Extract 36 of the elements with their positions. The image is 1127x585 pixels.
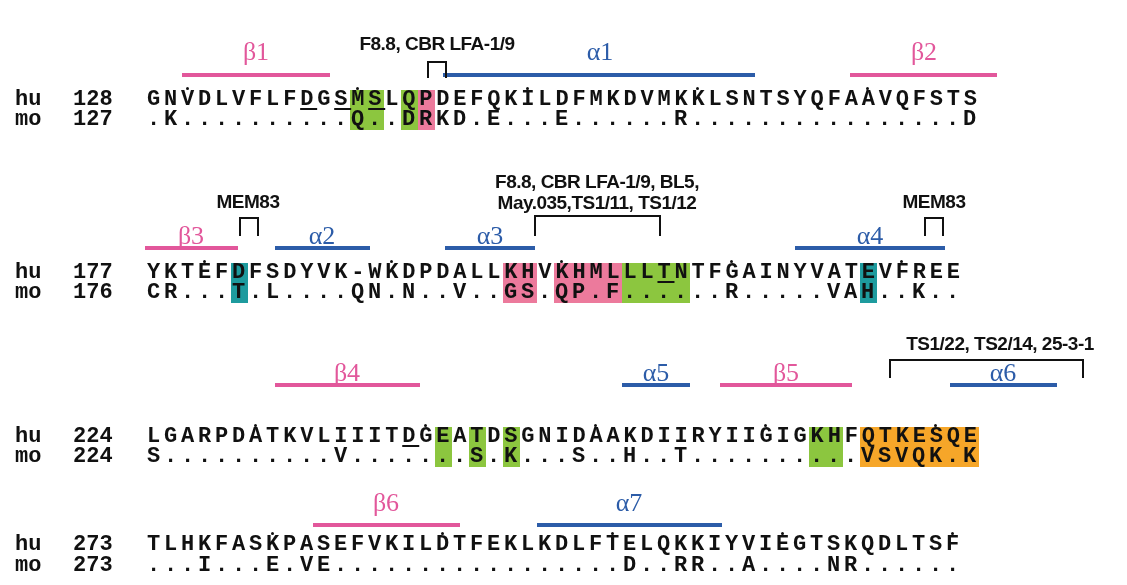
residue-number: 224 bbox=[73, 447, 113, 467]
structure-label: β1 bbox=[242, 39, 270, 65]
structure-label: α1 bbox=[586, 39, 614, 65]
structure-label: α6 bbox=[989, 360, 1017, 386]
structure-label: α5 bbox=[642, 360, 670, 386]
structure-label: α4 bbox=[856, 223, 884, 249]
sequence-line: TLHKFASKPASEFVKILDTFEKLKDLFTELQKKIYVIEGTSKQDLTSF bbox=[147, 535, 964, 555]
antibody-label: F8.8, CBR LFA-1/9 bbox=[359, 34, 515, 54]
structure-label: α3 bbox=[476, 223, 504, 249]
structure-label: α7 bbox=[615, 490, 643, 516]
antibody-label: MEM83 bbox=[902, 192, 966, 212]
residue-number: 176 bbox=[73, 283, 113, 303]
species-label: mo bbox=[15, 447, 42, 467]
residue-number: 224 bbox=[73, 427, 113, 447]
species-label: hu bbox=[15, 427, 42, 447]
structure-label: β4 bbox=[333, 360, 361, 386]
residue-number: 273 bbox=[73, 556, 113, 576]
antibody-label: MEM83 bbox=[216, 192, 280, 212]
residue-number: 177 bbox=[73, 263, 113, 283]
sequence-line: ...I...E.VE.................D..RR..A....NR...... bbox=[147, 556, 964, 576]
species-label: hu bbox=[15, 535, 42, 555]
structure-label: β3 bbox=[177, 223, 205, 249]
species-label: hu bbox=[15, 90, 42, 110]
residue-number: 127 bbox=[73, 110, 113, 130]
species-label: hu bbox=[15, 263, 42, 283]
structure-label: β5 bbox=[772, 360, 800, 386]
structure-label: β6 bbox=[372, 490, 400, 516]
residue-number: 128 bbox=[73, 90, 113, 110]
antibody-label: TS1/22, TS2/14, 25-3-1 bbox=[906, 334, 1094, 354]
species-label: mo bbox=[15, 283, 42, 303]
antibody-label: F8.8, CBR LFA-1/9, BL5, May.035,TS1/11, TS1/12 bbox=[494, 171, 700, 213]
species-label: mo bbox=[15, 110, 42, 130]
residue-number: 273 bbox=[73, 535, 113, 555]
structure-label: α2 bbox=[308, 223, 336, 249]
structure-label: β2 bbox=[910, 39, 938, 65]
species-label: mo bbox=[15, 556, 42, 576]
